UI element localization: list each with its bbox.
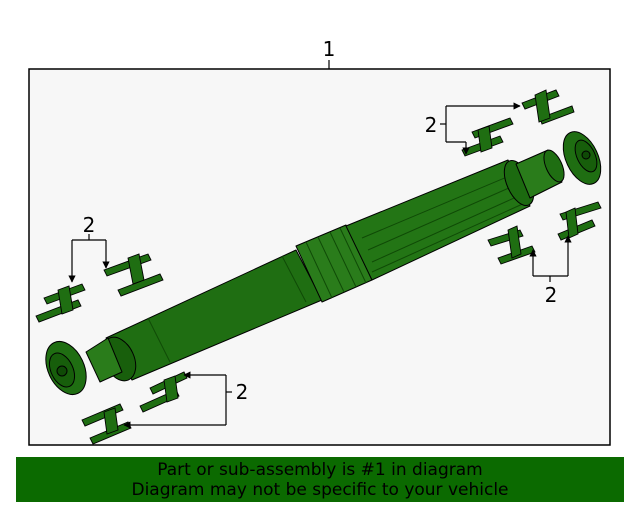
bolt-set-top-right <box>461 89 575 157</box>
callout-2-top-right-leader <box>440 102 521 155</box>
callout-2-lower-left-leader <box>123 371 232 429</box>
callout-2-lower-left-label: 2 <box>236 380 249 404</box>
banner-line-1: Part or sub-assembly is #1 in diagram <box>157 459 483 480</box>
callout-2-right-leader <box>529 235 572 282</box>
callout-1-label: 1 <box>323 37 336 61</box>
diagram-notice-banner: Part or sub-assembly is #1 in diagram Di… <box>16 457 624 502</box>
callout-2-top-right-label: 2 <box>425 113 438 137</box>
driveshaft-tube-ribbed <box>345 159 531 281</box>
banner-line-2: Diagram may not be specific to your vehi… <box>131 479 509 500</box>
callout-2-upper-left-leader <box>68 234 110 283</box>
driveshaft-assembly <box>45 131 602 395</box>
callout-2-upper-left-label: 2 <box>83 213 96 237</box>
bolt-set-upper-left <box>35 253 164 323</box>
hardware-bolts <box>35 89 602 445</box>
callout-2-right-label: 2 <box>545 283 558 307</box>
